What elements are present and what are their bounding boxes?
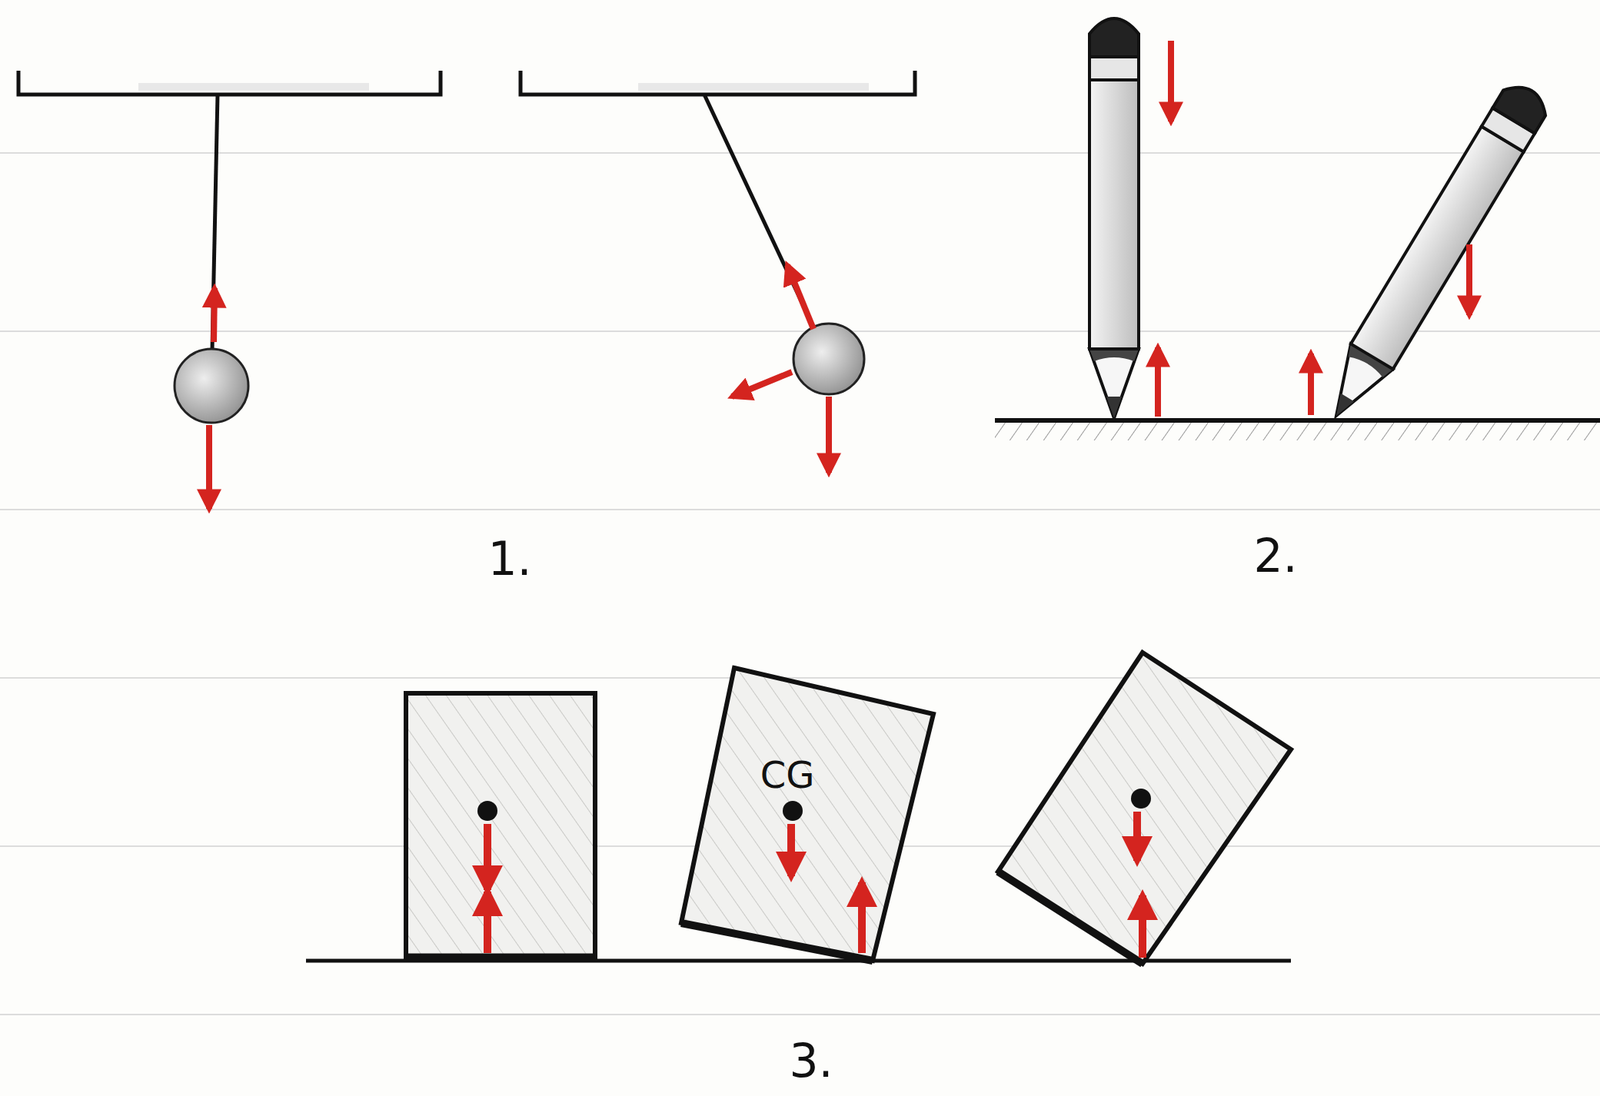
block-tilted-large	[997, 652, 1291, 965]
pencil-tilted	[1315, 78, 1554, 430]
block-figure	[306, 652, 1291, 965]
block-tilted-small	[681, 668, 934, 962]
figure-number: 2.	[1253, 532, 1298, 579]
pencil-upright	[1089, 18, 1139, 419]
block-upright	[405, 693, 596, 959]
pendulum-swung	[520, 70, 915, 473]
pencil-figure	[994, 18, 1600, 441]
pendulum-rest	[18, 70, 441, 509]
centre-of-gravity-label: CG	[760, 756, 815, 794]
ruled-lines	[0, 153, 1600, 1015]
figure-number: 3.	[788, 1037, 833, 1085]
figure-number: 1.	[487, 535, 532, 583]
